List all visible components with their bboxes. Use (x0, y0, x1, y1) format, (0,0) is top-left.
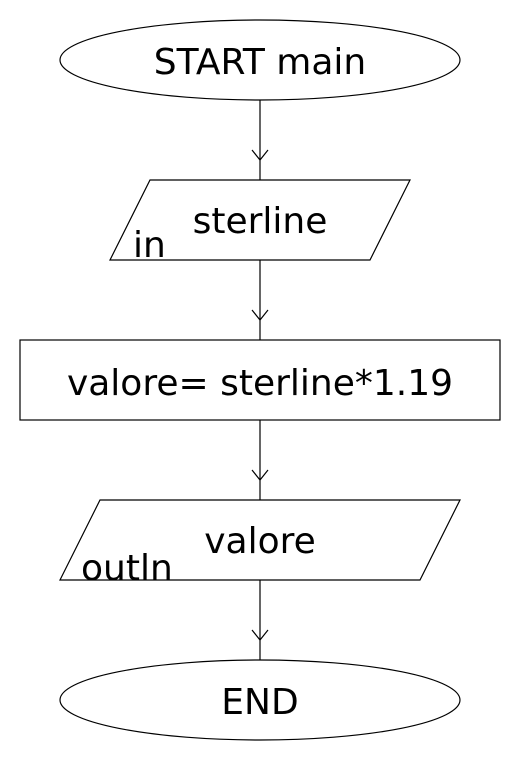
arrowhead-icon (251, 629, 269, 641)
arrowhead-icon (251, 309, 269, 321)
input-node: in sterline (109, 179, 411, 266)
input-parallelogram (109, 179, 411, 261)
end-ellipse (59, 659, 461, 741)
input-variable: sterline (193, 201, 328, 242)
output-keyword: outln (81, 548, 173, 589)
process-node: valore= sterline*1.19 (19, 339, 501, 421)
end-node: END (59, 659, 461, 741)
arrowhead-icon (251, 149, 269, 161)
connector-start-input (251, 100, 269, 180)
connector-input-process (251, 260, 269, 340)
arrowhead-icon (251, 469, 269, 481)
start-node: START main (59, 19, 461, 101)
connector-output-end (251, 580, 269, 660)
output-parallelogram (59, 499, 461, 581)
input-keyword: in (133, 225, 166, 266)
output-node: outln valore (59, 499, 461, 589)
connector-process-output (251, 420, 269, 500)
output-variable: valore (204, 521, 316, 562)
start-label: START main (154, 42, 366, 83)
end-label: END (221, 682, 298, 723)
process-label: valore= sterline*1.19 (67, 363, 453, 404)
